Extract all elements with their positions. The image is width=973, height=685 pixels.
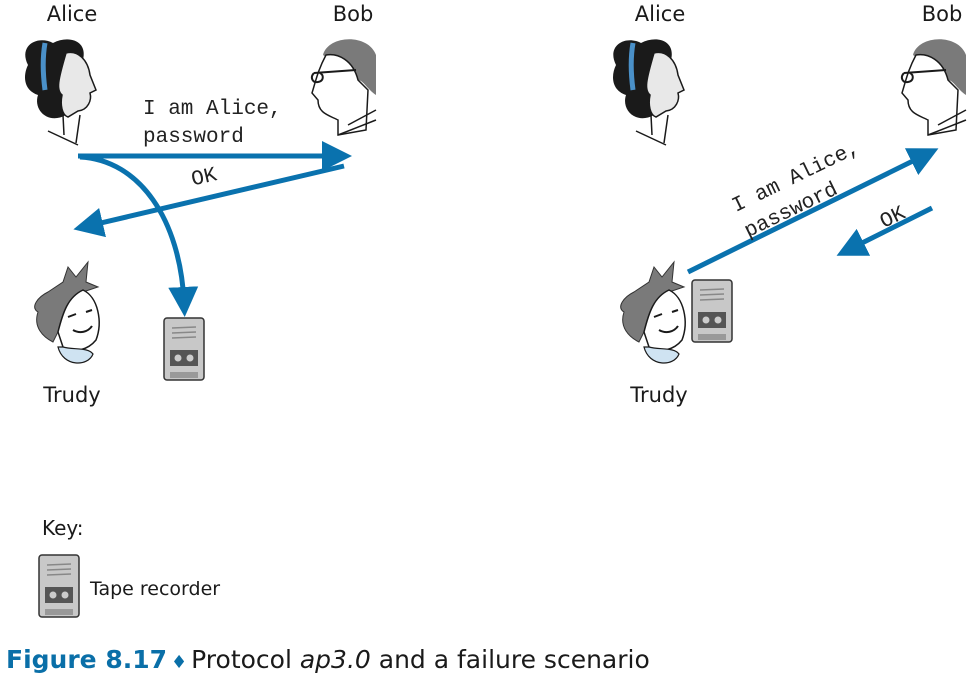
bob-label: Bob: [332, 2, 374, 26]
replay-arrow: [686, 148, 939, 275]
figure-number: Figure 8.17: [6, 645, 168, 674]
caption-protocol: ap3.0: [299, 645, 371, 674]
tape-recorder-icon: [163, 317, 205, 381]
ok-arrow-right: [836, 205, 934, 256]
message-line1: I am Alice,: [143, 98, 282, 121]
figure-caption: Figure 8.17♦Protocol ap3.0 and a failure…: [6, 645, 650, 674]
trudy-label-right: Trudy: [630, 383, 688, 407]
tape-recorder-icon-right: [691, 279, 733, 343]
bob-label-right: Bob: [921, 2, 963, 26]
alice-figure: [25, 39, 96, 145]
key-title: Key:: [42, 516, 84, 540]
key-tape-recorder-label: Tape recorder: [90, 578, 221, 600]
trudy-label: Trudy: [43, 383, 101, 407]
caption-text-after: and a failure scenario: [370, 645, 650, 674]
key-tape-recorder-icon: [38, 554, 80, 618]
trudy-figure-right: [619, 261, 687, 365]
caption-text-before: Protocol: [191, 645, 300, 674]
ok-arrow: [73, 163, 345, 238]
bob-figure: [310, 38, 377, 136]
bob-figure-right: [900, 38, 967, 136]
trudy-figure: [33, 261, 101, 365]
alice-label-right: Alice: [634, 2, 686, 26]
recording-arrow: [79, 154, 199, 317]
message-text: I am Alice, password: [143, 96, 282, 152]
alice-figure-right: [613, 39, 684, 145]
message-line2: password: [143, 126, 244, 149]
alice-label: Alice: [46, 2, 98, 26]
caption-separator: ♦: [171, 652, 188, 673]
